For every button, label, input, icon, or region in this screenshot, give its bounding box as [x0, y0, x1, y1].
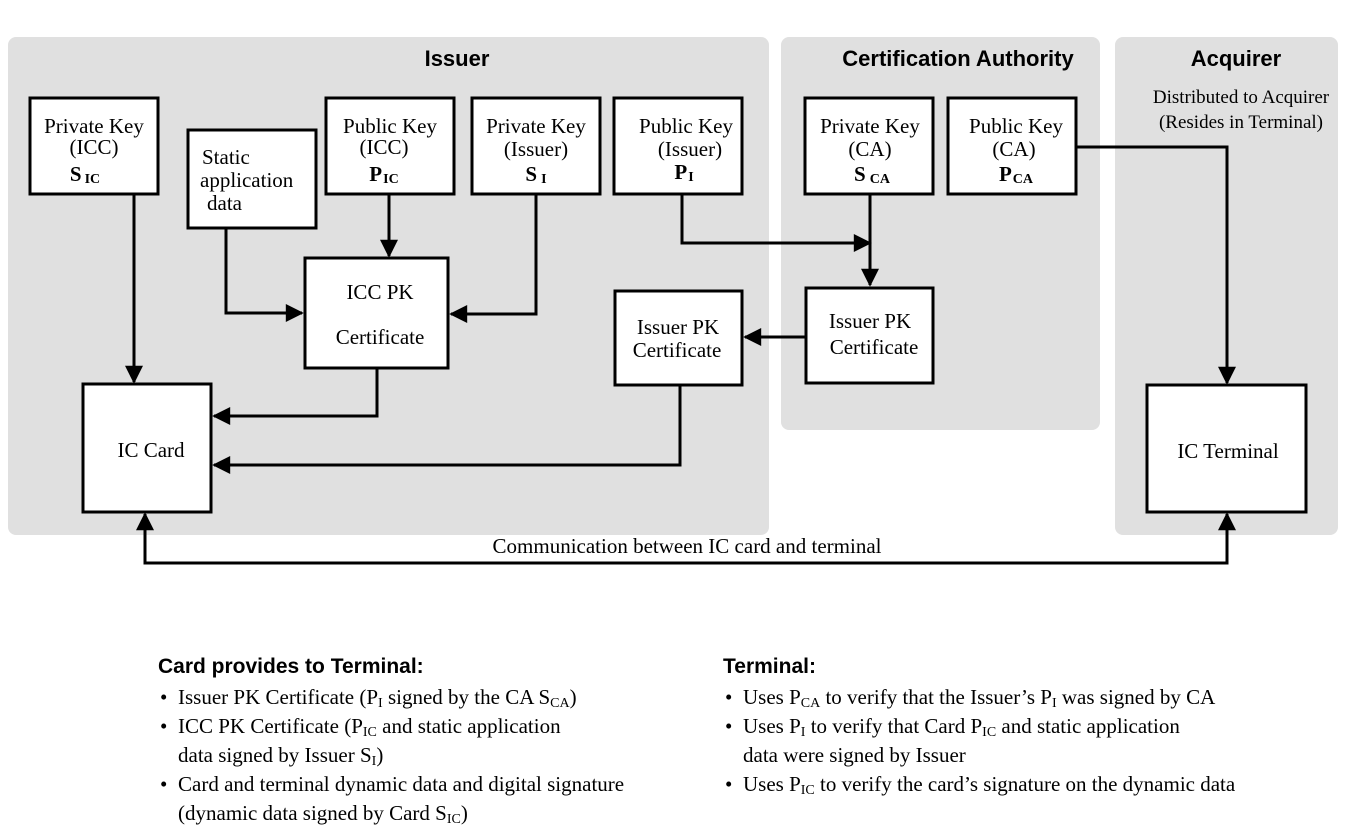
- svg-text:Public Key: Public Key: [343, 114, 437, 138]
- issuer-pk-certificate-box: Issuer PK Certificate: [613, 289, 744, 387]
- svg-text:(ICC): (ICC): [70, 135, 119, 159]
- arrow-si-to-icc-cert: [449, 194, 538, 323]
- svg-text:data: data: [207, 191, 243, 215]
- public-key-issuer-box: Public Key (Issuer) PI: [612, 96, 744, 196]
- svg-text:Private Key: Private Key: [44, 114, 144, 138]
- pki-diagram: Issuer Certification Authority Acquirer …: [8, 37, 1338, 565]
- arrow-communication: [136, 512, 1236, 565]
- svg-text:IC Card: IC Card: [117, 438, 185, 462]
- public-key-icc-box: Public Key (ICC) PIC: [324, 96, 456, 196]
- arrow-pca-to-terminal: [1077, 145, 1236, 385]
- terminal-heading: Terminal:: [723, 655, 816, 678]
- svg-text:PIC: PIC: [369, 162, 398, 187]
- acquirer-note-line1: Distributed to Acquirer: [1153, 87, 1330, 108]
- svg-text:Private Key: Private Key: [486, 114, 586, 138]
- svg-text:Certificate: Certificate: [633, 338, 722, 362]
- svg-text:Public Key: Public Key: [639, 114, 733, 138]
- svg-text:PI: PI: [674, 160, 693, 185]
- svg-text:(CA): (CA): [992, 137, 1035, 161]
- svg-text:(Issuer): (Issuer): [504, 137, 568, 161]
- svg-text:ICC PK: ICC PK: [346, 280, 413, 304]
- svg-text:SIC: SIC: [70, 162, 100, 187]
- card-provides-legend: Card provides to Terminal: Issuer PK Cer…: [158, 652, 718, 828]
- svg-text:Issuer PK: Issuer PK: [637, 315, 719, 339]
- list-item: Uses PI to verify that Card PIC and stat…: [723, 712, 1343, 770]
- ic-terminal-box: IC Terminal: [1145, 383, 1308, 514]
- list-item: Uses PIC to verify the card’s signature …: [723, 770, 1343, 799]
- list-item: Uses PCA to verify that the Issuer’s PI …: [723, 683, 1343, 712]
- connectors: [125, 145, 1236, 565]
- svg-text:application: application: [200, 168, 294, 192]
- card-provides-heading: Card provides to Terminal:: [158, 655, 424, 678]
- svg-text:Issuer PK: Issuer PK: [829, 309, 911, 333]
- arrow-pi-to-ca-cert: [680, 194, 872, 252]
- acquirer-note-line2: (Resides in Terminal): [1159, 112, 1323, 133]
- arrow-static-to-icc-cert: [224, 228, 304, 322]
- arrow-issuer-cert-to-card: [212, 385, 682, 474]
- communication-label: Communication between IC card and termin…: [493, 534, 882, 558]
- svg-text:(CA): (CA): [848, 137, 891, 161]
- svg-text:Certificate: Certificate: [336, 325, 425, 349]
- svg-text:PCA: PCA: [999, 162, 1034, 187]
- list-item: Card and terminal dynamic data and digit…: [158, 770, 718, 828]
- svg-text:(Issuer): (Issuer): [658, 137, 722, 161]
- issuer-title: Issuer: [425, 46, 490, 71]
- ic-card-box: IC Card: [81, 382, 213, 514]
- svg-text:Private Key: Private Key: [820, 114, 920, 138]
- svg-text:(ICC): (ICC): [360, 135, 409, 159]
- list-item: Issuer PK Certificate (PI signed by the …: [158, 683, 718, 712]
- svg-text:Certificate: Certificate: [830, 335, 919, 359]
- ca-issuer-pk-certificate-box: Issuer PK Certificate: [804, 286, 935, 385]
- acquirer-title: Acquirer: [1191, 46, 1282, 71]
- svg-text:Public Key: Public Key: [969, 114, 1063, 138]
- list-item: ICC PK Certificate (PIC and static appli…: [158, 712, 718, 770]
- static-application-data-box: Static application data: [186, 128, 318, 230]
- svg-text:IC Terminal: IC Terminal: [1177, 439, 1279, 463]
- public-key-ca-box: Public Key (CA) PCA: [946, 96, 1078, 196]
- arrow-icc-cert-to-card: [212, 368, 379, 425]
- svg-text:Static: Static: [202, 145, 250, 169]
- svg-text:SI: SI: [525, 162, 546, 187]
- icc-pk-certificate-box: ICC PK Certificate: [303, 256, 450, 370]
- terminal-legend: Terminal: Uses PCA to verify that the Is…: [723, 652, 1343, 799]
- svg-text:SCA: SCA: [854, 162, 891, 187]
- ca-title: Certification Authority: [842, 46, 1074, 71]
